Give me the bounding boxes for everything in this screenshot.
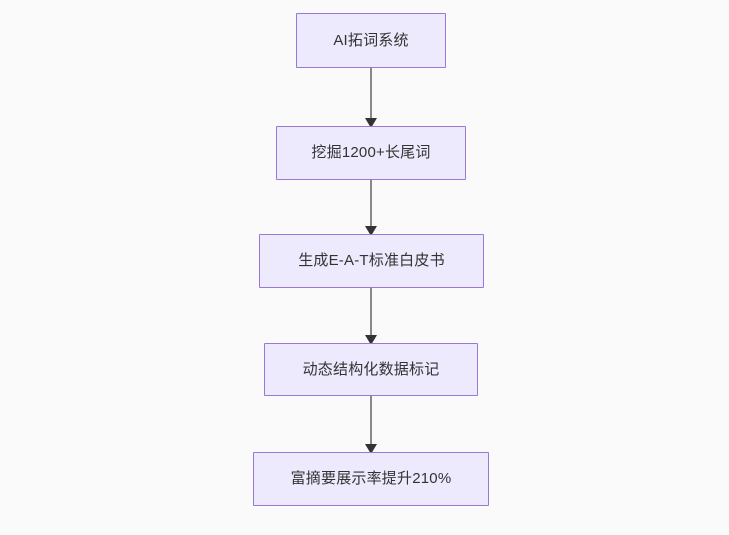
flow-node-label: 富摘要展示率提升210% <box>290 470 452 487</box>
flow-node-label: 挖掘1200+长尾词 <box>311 144 431 161</box>
flow-node-label: 动态结构化数据标记 <box>302 360 440 378</box>
flow-node-ai-keyword-system[interactable]: AI拓词系统 <box>296 13 446 68</box>
flow-node-rich-snippet-impression-lift[interactable]: 富摘要展示率提升210% <box>253 452 489 506</box>
edge-n4-n5 <box>365 396 377 454</box>
edge-n2-n3 <box>365 180 377 236</box>
flow-node-dynamic-structured-data-markup[interactable]: 动态结构化数据标记 <box>264 343 478 396</box>
flow-node-label: 生成E-A-T标准白皮书 <box>298 252 445 269</box>
edge-n1-n2 <box>365 68 377 128</box>
flow-node-generate-eat-whitepaper[interactable]: 生成E-A-T标准白皮书 <box>259 234 484 288</box>
edge-n3-n4 <box>365 288 377 345</box>
flow-node-label: AI拓词系统 <box>333 31 409 49</box>
flow-node-mine-longtail-keywords[interactable]: 挖掘1200+长尾词 <box>276 126 466 180</box>
